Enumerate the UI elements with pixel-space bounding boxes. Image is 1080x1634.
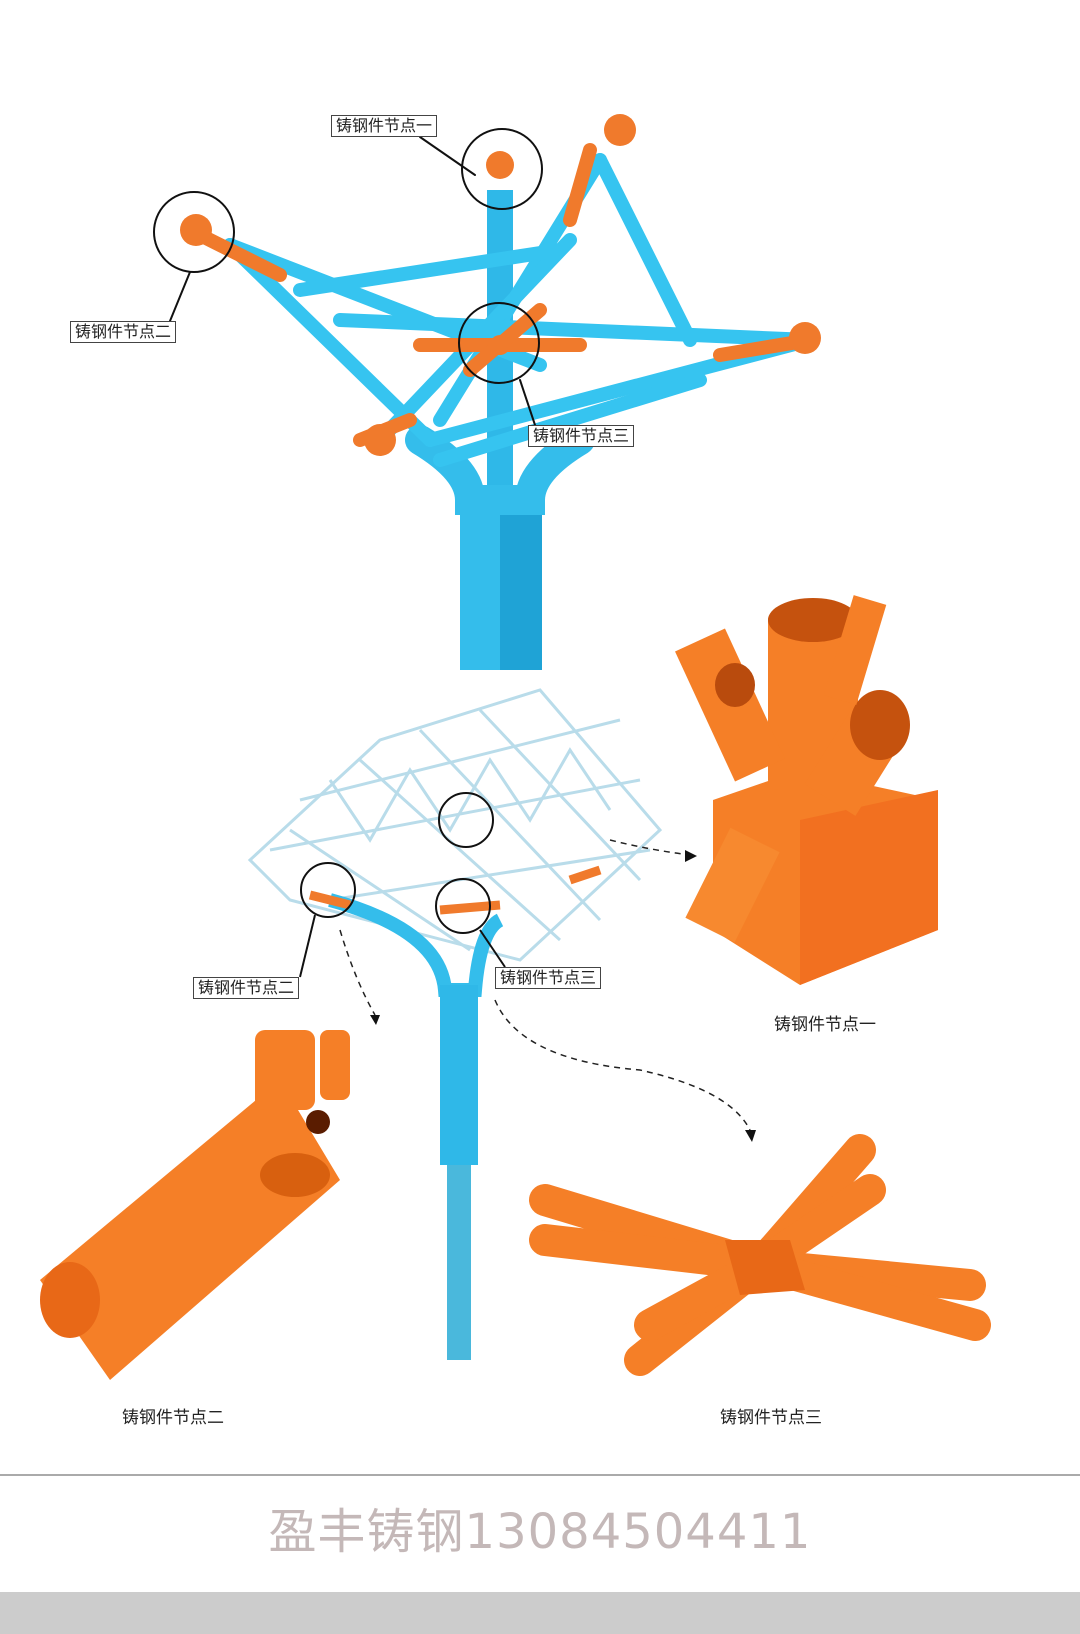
caption-node-1: 铸钢件节点一 (774, 1015, 876, 1035)
callout-node-1: 铸钢件节点一 (331, 115, 438, 137)
callout-node-3-top: 铸钢件节点三 (528, 425, 635, 447)
cast-node-1-render (675, 595, 938, 985)
cast-node-3-render (529, 1134, 991, 1376)
footer-divider (0, 1474, 1080, 1476)
caption-node-3: 铸钢件节点三 (720, 1408, 822, 1428)
cast-node-2-render (40, 1030, 350, 1380)
callout-node-2-bottom: 铸钢件节点二 (193, 977, 300, 999)
callout-node-2-top: 铸钢件节点二 (70, 321, 177, 343)
callout-node-3-bottom: 铸钢件节点三 (495, 967, 602, 989)
caption-node-2: 铸钢件节点二 (122, 1408, 224, 1428)
structure-illustration (40, 114, 991, 1380)
bottom-bar (0, 1592, 1080, 1634)
tree-column-bottom (299, 792, 756, 1360)
truss-roof (247, 688, 663, 962)
tree-column-top (153, 114, 821, 670)
footer-watermark: 盈丰铸钢13084504411 (268, 1504, 812, 1560)
